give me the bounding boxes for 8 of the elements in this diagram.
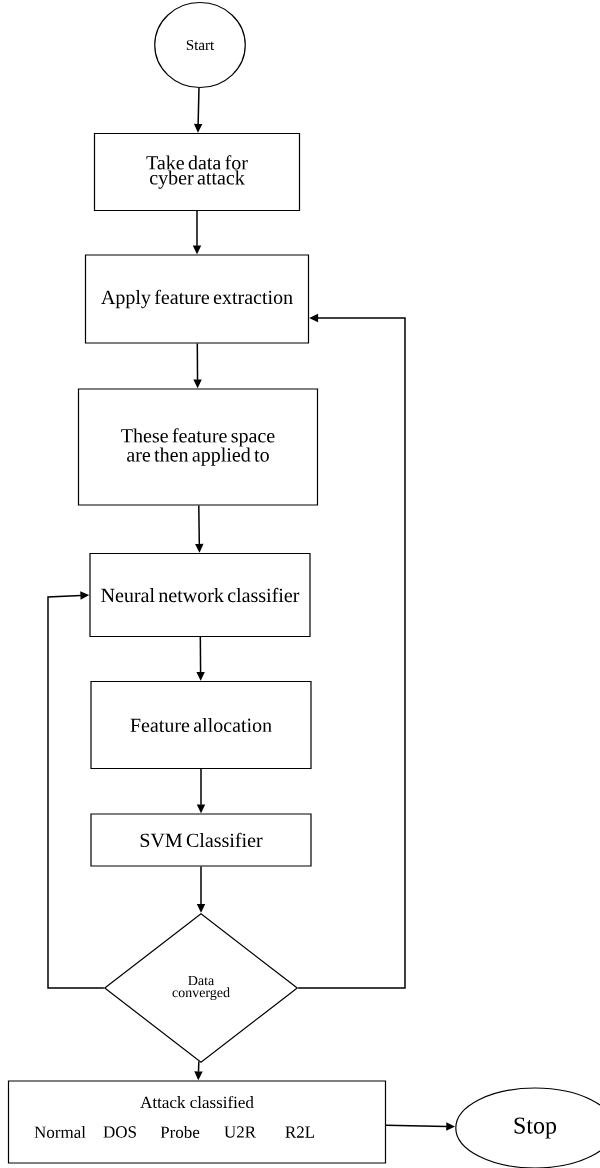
process-box: These feature space are then applied to (77, 388, 319, 506)
process-box: Take data for cyber attack (93, 132, 301, 212)
process-box: Feature allocation (90, 680, 312, 770)
result-box: Attack classified Normal DOS Probe U2R R2L (7, 1080, 387, 1164)
arrow (47, 591, 105, 989)
process-box: Neural network classifier (89, 552, 311, 638)
process-box: SVM Classifier (90, 813, 312, 867)
process-box: Apply feature extraction (84, 254, 310, 344)
